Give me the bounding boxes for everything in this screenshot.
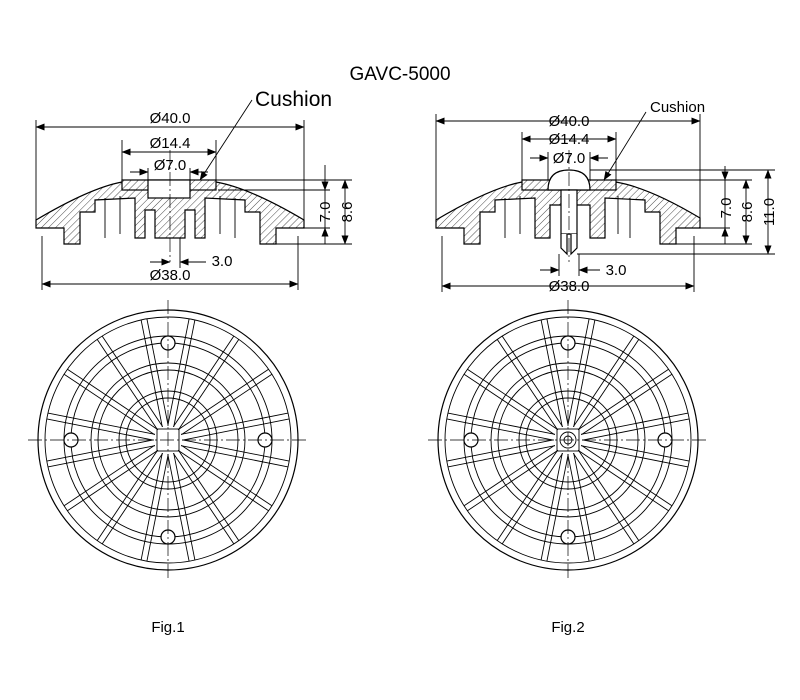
fig2-rib: [540, 319, 563, 427]
fig1-rib: [167, 318, 190, 426]
fig1-rib: [177, 449, 269, 512]
fig1-rib: [173, 319, 196, 427]
fig2-rib: [577, 339, 640, 431]
fig2-caption: Fig.2: [551, 619, 584, 636]
fig2-rib: [581, 444, 673, 507]
fig2-rib: [573, 453, 596, 561]
fig2-rib: [567, 454, 590, 562]
fig1-outer-dia-label: Ø40.0: [150, 110, 191, 127]
fig2-height-b-label: 8.6: [739, 202, 756, 223]
fig2-rib: [546, 318, 569, 426]
fig2-rib: [463, 444, 555, 507]
fig1-rib: [181, 444, 273, 507]
fig2-rib: [496, 339, 559, 431]
fig1-height-b-label: 8.6: [339, 202, 356, 223]
fig2-body-section: [435, 181, 701, 245]
fig1-rib: [173, 453, 196, 561]
fig2-center-dia-label: Ø7.0: [553, 150, 586, 167]
fig2-rib: [501, 453, 564, 545]
fig1-center-dia-label: Ø7.0: [154, 157, 187, 174]
fig2-rib: [582, 418, 690, 441]
fig1-rib: [101, 453, 164, 545]
fig2-rib: [577, 449, 669, 512]
fig2-rib: [540, 453, 563, 561]
fig2-rib: [501, 335, 564, 427]
fig1-rib: [101, 335, 164, 427]
fig2-rib: [577, 368, 669, 431]
fig1-rib: [181, 373, 273, 436]
fig2-rib: [546, 454, 569, 562]
fig1-rib: [172, 453, 235, 545]
fig1-top-view: [28, 300, 308, 580]
fig1-rib: [172, 335, 235, 427]
fig2-rib: [582, 439, 690, 462]
fig1-caption: Fig.1: [151, 619, 184, 636]
fig2-top-view: [428, 300, 708, 580]
fig1-center-hole: [147, 179, 191, 199]
fig2-rib: [573, 319, 596, 427]
fig2-rib: [581, 373, 673, 436]
fig2-section-view: [435, 150, 701, 262]
fig2-rib: [577, 449, 640, 541]
fig2-cushion-leader: [603, 111, 647, 181]
fig1-rib: [177, 368, 269, 431]
fig1-rib: [67, 449, 159, 512]
fig1-rib: [67, 368, 159, 431]
fig1-rib: [140, 453, 163, 561]
fig1-rib: [46, 439, 154, 462]
fig1-rib: [177, 449, 240, 541]
fig1-cushion-dia-label: Ø14.4: [150, 135, 191, 152]
fig1-rib: [47, 445, 155, 468]
fig1-base-dia-label: Ø38.0: [150, 267, 191, 284]
fig2-rib: [581, 445, 689, 468]
fig2-rib: [467, 449, 559, 512]
fig1-cushion-label: Cushion: [255, 88, 332, 111]
fig2-rib: [447, 412, 555, 435]
fig2-cushion-dia-label: Ø14.4: [549, 131, 590, 148]
fig2-rib: [467, 368, 559, 431]
fig1-rib: [146, 454, 169, 562]
fig2-outer-dia-label: Ø40.0: [549, 113, 590, 130]
fig2-cushion-label: Cushion: [650, 99, 705, 116]
fig2-rib: [446, 418, 554, 441]
fig1-height-a-label: 7.0: [317, 202, 334, 223]
fig1-rib: [140, 319, 163, 427]
fig2-rib: [447, 445, 555, 468]
fig2-height-c-label: 11.0: [761, 198, 778, 226]
fig1-rib: [181, 445, 289, 468]
fig1-section-view: [35, 150, 305, 262]
fig1-rib: [47, 412, 155, 435]
fig1-rib: [182, 418, 290, 441]
fig2-rib: [572, 335, 635, 427]
fig2-rib: [581, 412, 689, 435]
fig1-rib: [146, 318, 169, 426]
fig1-rib: [96, 339, 159, 431]
fig2-height-a-label: 7.0: [718, 198, 735, 219]
fig1-rib: [96, 449, 159, 541]
fig2-dimensions: Ø40.0 Ø14.4 Ø7.0 Cushion 7.0 8.6 11.0 3.…: [435, 99, 778, 295]
fig1-cushion-leader: [199, 99, 253, 181]
fig1-rib: [181, 412, 289, 435]
fig2-rib: [567, 318, 590, 426]
fig1-rib: [167, 454, 190, 562]
fig2-rib: [446, 439, 554, 462]
fig2-rib: [572, 453, 635, 545]
fig2-base-dia-label: Ø38.0: [549, 278, 590, 295]
fig1-offset-label: 3.0: [212, 253, 233, 270]
fig1-rib: [46, 418, 154, 441]
drawing-title: GAVC-5000: [349, 64, 450, 85]
fig1-rib: [63, 373, 155, 436]
fig2-rib: [463, 373, 555, 436]
fig1-rib: [63, 444, 155, 507]
fig1-dimensions: Ø40.0 Ø14.4 Ø7.0 Cushion 7.0 8.6 3.0 Ø38…: [35, 88, 356, 290]
fig2-rib: [496, 449, 559, 541]
fig1-rib: [177, 339, 240, 431]
fig1-rib: [182, 439, 290, 462]
fig2-offset-label: 3.0: [606, 262, 627, 279]
